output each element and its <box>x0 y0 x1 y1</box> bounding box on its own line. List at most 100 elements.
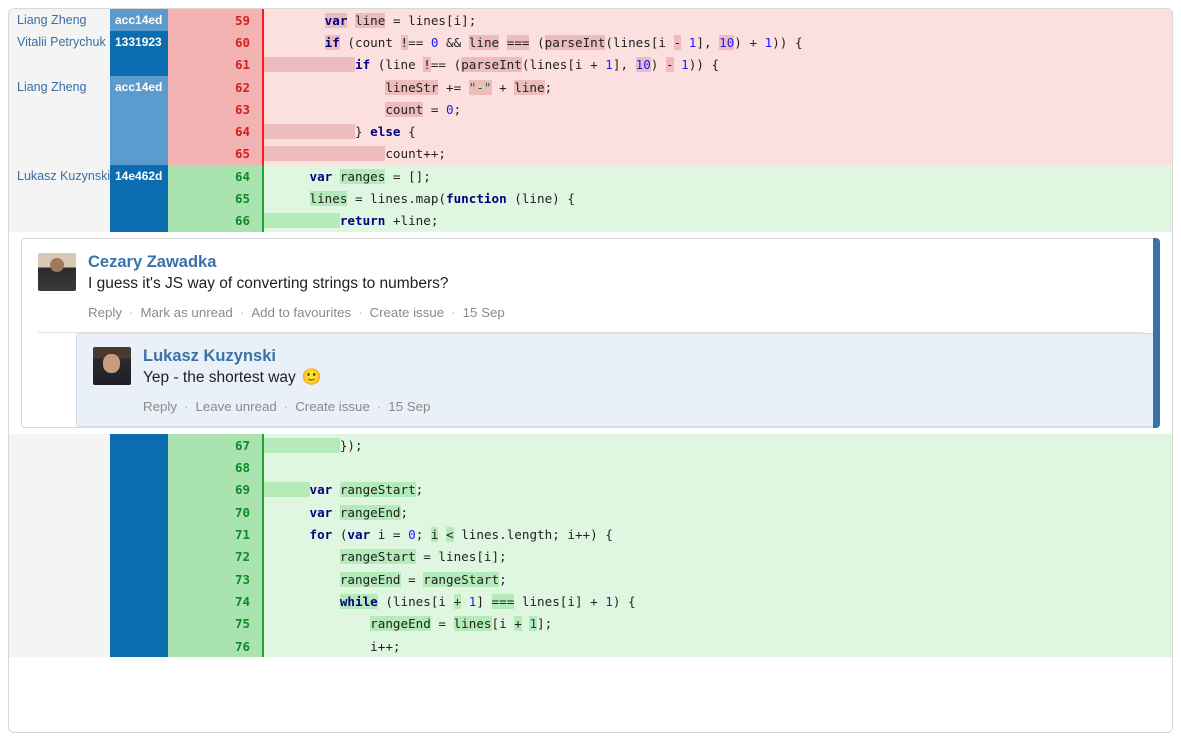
blame-commit-hash[interactable] <box>110 567 168 591</box>
comment-text-body: Yep - the shortest way <box>143 369 296 387</box>
blame-author[interactable]: Vitalii Petrychuk <box>9 31 110 54</box>
code-line[interactable]: return +line; <box>264 209 1172 232</box>
blame-commit-hash[interactable] <box>110 187 168 210</box>
code-line[interactable]: lines = lines.map(function (line) { <box>264 187 1172 210</box>
code-token: ) + <box>734 34 765 50</box>
blame-commit-hash[interactable] <box>110 209 168 232</box>
code-line[interactable]: i++; <box>264 634 1172 658</box>
avatar[interactable] <box>38 252 76 291</box>
indent-change-marker <box>264 13 325 28</box>
code-line[interactable]: var rangeEnd; <box>264 501 1172 524</box>
diff-line-row[interactable]: 73 rangeEnd = rangeStart; <box>9 567 1172 591</box>
code-line[interactable] <box>264 456 1172 479</box>
code-token: 0 <box>430 34 439 50</box>
avatar[interactable] <box>93 347 131 386</box>
blame-commit-hash[interactable] <box>110 545 168 568</box>
blame-author[interactable]: Liang Zheng <box>9 9 110 32</box>
comment-author-name[interactable]: Cezary Zawadka <box>88 252 217 271</box>
blame-commit-hash[interactable]: acc14ed <box>110 9 168 32</box>
line-number: 68 <box>168 456 264 479</box>
blame-commit-hash[interactable] <box>110 434 168 457</box>
indent-change-marker <box>264 35 325 50</box>
blame-commit-hash[interactable] <box>110 523 168 546</box>
code-line[interactable]: var line = lines[i]; <box>264 9 1172 32</box>
code-token: lines[i] + <box>514 593 606 609</box>
line-number: 64 <box>168 120 264 143</box>
blame-commit-hash[interactable] <box>110 501 168 524</box>
diff-line-row[interactable]: 65 count++; <box>9 142 1172 166</box>
diff-line-row[interactable]: 74 while (lines[i + 1] === lines[i] + 1)… <box>9 590 1172 613</box>
action-leave-unread[interactable]: Leave unread <box>195 399 277 415</box>
code-token: + <box>453 593 462 609</box>
code-token: parseInt <box>544 34 606 50</box>
code-line[interactable]: while (lines[i + 1] === lines[i] + 1) { <box>264 590 1172 613</box>
diff-line-row[interactable]: 64 } else { <box>9 120 1172 143</box>
diff-line-row[interactable]: 75 rangeEnd = lines[i + 1]; <box>9 612 1172 635</box>
code-token: === <box>491 593 515 609</box>
diff-line-row[interactable]: 65 lines = lines.map(function (line) { <box>9 187 1172 210</box>
blame-commit-hash[interactable] <box>110 478 168 502</box>
code-token: rangeStart <box>339 549 416 565</box>
blame-commit-hash[interactable]: 1331923 <box>110 31 168 54</box>
diff-line-row[interactable]: 66 return +line; <box>9 209 1172 232</box>
comment-text: I guess it's JS way of converting string… <box>88 274 449 292</box>
comment-author-name[interactable]: Lukasz Kuzynski <box>143 347 276 366</box>
blame-commit-hash[interactable] <box>110 590 168 613</box>
blame-commit-hash[interactable] <box>110 634 168 658</box>
code-line[interactable]: var ranges = []; <box>264 165 1172 188</box>
diff-line-row[interactable]: 69 var rangeStart; <box>9 478 1172 502</box>
diff-line-row[interactable]: 68 <box>9 456 1172 479</box>
code-line[interactable]: if (line !== (parseInt(lines[i + 1], 10)… <box>264 53 1172 76</box>
diff-line-row[interactable]: 76 i++; <box>9 634 1172 658</box>
blame-author[interactable]: Liang Zheng <box>9 75 110 99</box>
action-add-to-favourites[interactable]: Add to favourites <box>251 305 352 321</box>
code-line[interactable]: }); <box>264 434 1172 457</box>
blame-commit-hash[interactable] <box>110 53 168 76</box>
code-token: 1 <box>468 593 477 609</box>
diff-line-row[interactable]: 67 }); <box>9 434 1172 457</box>
code-token: }); <box>339 437 363 453</box>
diff-line-row[interactable]: 71 for (var i = 0; i < lines.length; i++… <box>9 523 1172 546</box>
code-line[interactable]: if (count !== 0 && line === (parseInt(li… <box>264 31 1172 54</box>
blame-author <box>9 120 110 143</box>
code-line[interactable]: lineStr += "-" + line; <box>264 75 1172 99</box>
diff-line-row[interactable]: 61 if (line !== (parseInt(lines[i + 1], … <box>9 53 1172 76</box>
code-line[interactable]: rangeEnd = rangeStart; <box>264 567 1172 591</box>
action-reply[interactable]: Reply <box>143 399 177 415</box>
code-line[interactable]: } else { <box>264 120 1172 143</box>
code-line[interactable]: count = 0; <box>264 98 1172 121</box>
blame-commit-hash[interactable] <box>110 612 168 635</box>
blame-commit-hash[interactable] <box>110 120 168 143</box>
comment-card-reply[interactable]: Lukasz Kuzynski Yep - the shortest way 🙂… <box>76 333 1159 428</box>
indent-change-marker <box>264 482 310 498</box>
diff-line-row[interactable]: 72 rangeStart = lines[i]; <box>9 545 1172 568</box>
diff-line-row[interactable]: 63 count = 0; <box>9 98 1172 121</box>
blame-commit-hash[interactable] <box>110 142 168 166</box>
action-create-issue[interactable]: Create issue <box>369 305 445 321</box>
code-token <box>461 594 469 609</box>
code-token: count <box>385 101 424 117</box>
comment-card-root[interactable]: Cezary Zawadka I guess it's JS way of co… <box>21 237 1160 429</box>
blame-commit-hash[interactable]: acc14ed <box>110 75 168 99</box>
action-reply[interactable]: Reply <box>88 305 122 321</box>
comment-date: 15 Sep <box>388 399 431 415</box>
diff-line-row[interactable]: 70 var rangeEnd; <box>9 501 1172 524</box>
code-line[interactable]: count++; <box>264 142 1172 166</box>
code-token: var <box>309 482 333 498</box>
action-create-issue[interactable]: Create issue <box>295 399 370 415</box>
code-line[interactable]: rangeEnd = lines[i + 1]; <box>264 612 1172 635</box>
blame-author <box>9 634 110 658</box>
blame-commit-hash[interactable]: 14e462d <box>110 165 168 188</box>
blame-commit-hash[interactable] <box>110 456 168 479</box>
code-line[interactable]: for (var i = 0; i < lines.length; i++) { <box>264 523 1172 546</box>
code-line[interactable]: var rangeStart; <box>264 478 1172 502</box>
blame-author[interactable]: Lukasz Kuzynski <box>9 165 110 188</box>
action-mark-as-unread[interactable]: Mark as unread <box>140 305 233 321</box>
line-number: 70 <box>168 501 264 524</box>
code-line[interactable]: rangeStart = lines[i]; <box>264 545 1172 568</box>
blame-commit-hash[interactable] <box>110 98 168 121</box>
